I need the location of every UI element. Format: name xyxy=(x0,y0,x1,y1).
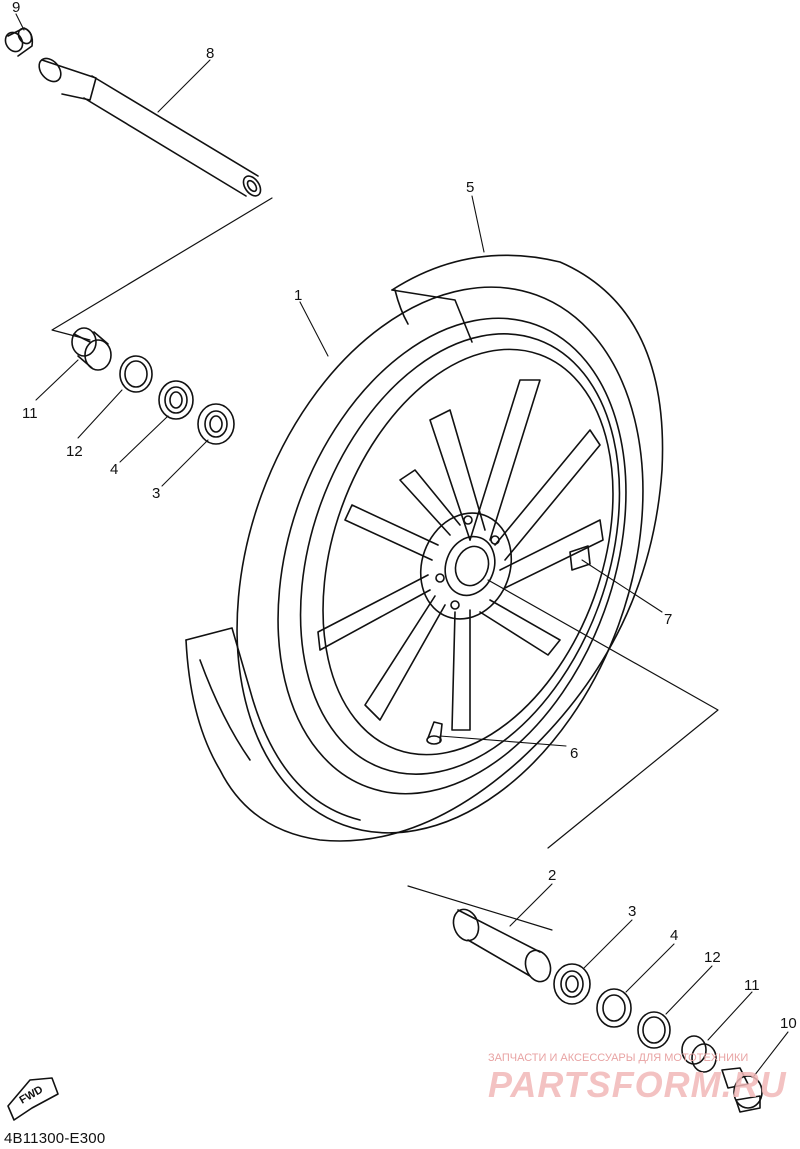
watermark-tagline: ЗАПЧАСТИ И АКСЕССУАРЫ ДЛЯ МОТОТЕХНИКИ xyxy=(488,1052,749,1064)
callout-4-right: 4 xyxy=(670,927,678,944)
part-4-bearing-left xyxy=(158,380,194,420)
callout-10: 10 xyxy=(780,1015,797,1032)
part-12-oil-seal-left xyxy=(119,355,153,393)
callout-4-left: 4 xyxy=(110,461,118,478)
callout-5: 5 xyxy=(466,179,474,196)
callout-labels: 9 8 5 1 11 12 4 3 7 6 2 3 4 12 11 10 FWD xyxy=(12,0,797,1107)
callout-11-left: 11 xyxy=(22,405,38,422)
part-4-bearing-right xyxy=(596,988,632,1028)
part-10-bolt xyxy=(721,1067,763,1113)
callout-7: 7 xyxy=(664,611,672,628)
callout-8: 8 xyxy=(206,45,214,62)
callout-2: 2 xyxy=(548,867,556,884)
part-11-collar-left xyxy=(71,327,112,371)
part-2-spacer xyxy=(452,908,552,983)
callout-1: 1 xyxy=(294,287,302,304)
callout-3-left: 3 xyxy=(152,485,160,502)
callout-12-left: 12 xyxy=(66,443,83,460)
callout-3-right: 3 xyxy=(628,903,636,920)
fwd-arrow-icon xyxy=(7,1077,59,1121)
part-1-wheel-rim xyxy=(236,286,644,834)
part-6-valve xyxy=(426,721,443,745)
callout-9: 9 xyxy=(12,0,20,16)
part-7-balance-weight xyxy=(569,545,591,571)
diagram-code: 4B11300-E300 xyxy=(4,1130,106,1147)
callout-11-right: 11 xyxy=(744,977,760,994)
part-8-axle xyxy=(38,57,262,197)
part-5-tire xyxy=(185,254,664,842)
leader-lines xyxy=(15,13,789,1077)
callout-12-right: 12 xyxy=(704,949,721,966)
callout-6: 6 xyxy=(570,745,578,762)
wheel-hub xyxy=(419,512,513,620)
part-12-oil-seal-right xyxy=(637,1011,671,1049)
wheel-spokes xyxy=(317,379,604,731)
watermark-brand: PARTSFORM.RU xyxy=(488,1064,787,1105)
part-11-collar-right xyxy=(681,1035,717,1073)
part-3-bearing-right xyxy=(553,963,591,1005)
part-3-bearing-left xyxy=(197,403,235,445)
part-9-cap xyxy=(4,27,34,57)
